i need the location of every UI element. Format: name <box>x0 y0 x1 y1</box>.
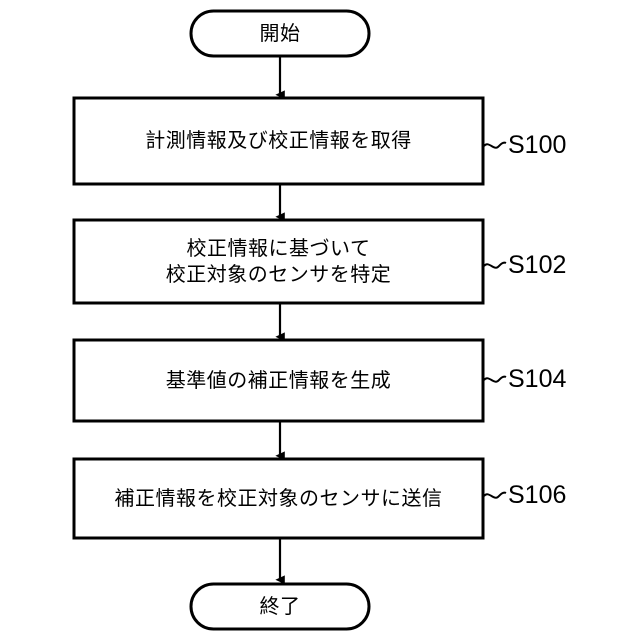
process-box-s100 <box>72 96 485 186</box>
start-node-shape <box>189 9 371 58</box>
step-number-s102: S102 <box>508 251 567 279</box>
leader-line-s100 <box>483 141 507 149</box>
leader-line-s104 <box>483 375 507 383</box>
step-number-s106: S106 <box>508 481 567 509</box>
process-box-s106 <box>72 457 485 540</box>
end-node-shape <box>189 582 371 631</box>
step-number-s100: S100 <box>508 131 567 159</box>
leader-line-s106 <box>483 491 507 499</box>
leader-line-s102 <box>483 261 507 269</box>
process-box-s104 <box>72 338 485 423</box>
process-box-s102 <box>72 218 485 305</box>
step-number-s104: S104 <box>508 365 567 393</box>
